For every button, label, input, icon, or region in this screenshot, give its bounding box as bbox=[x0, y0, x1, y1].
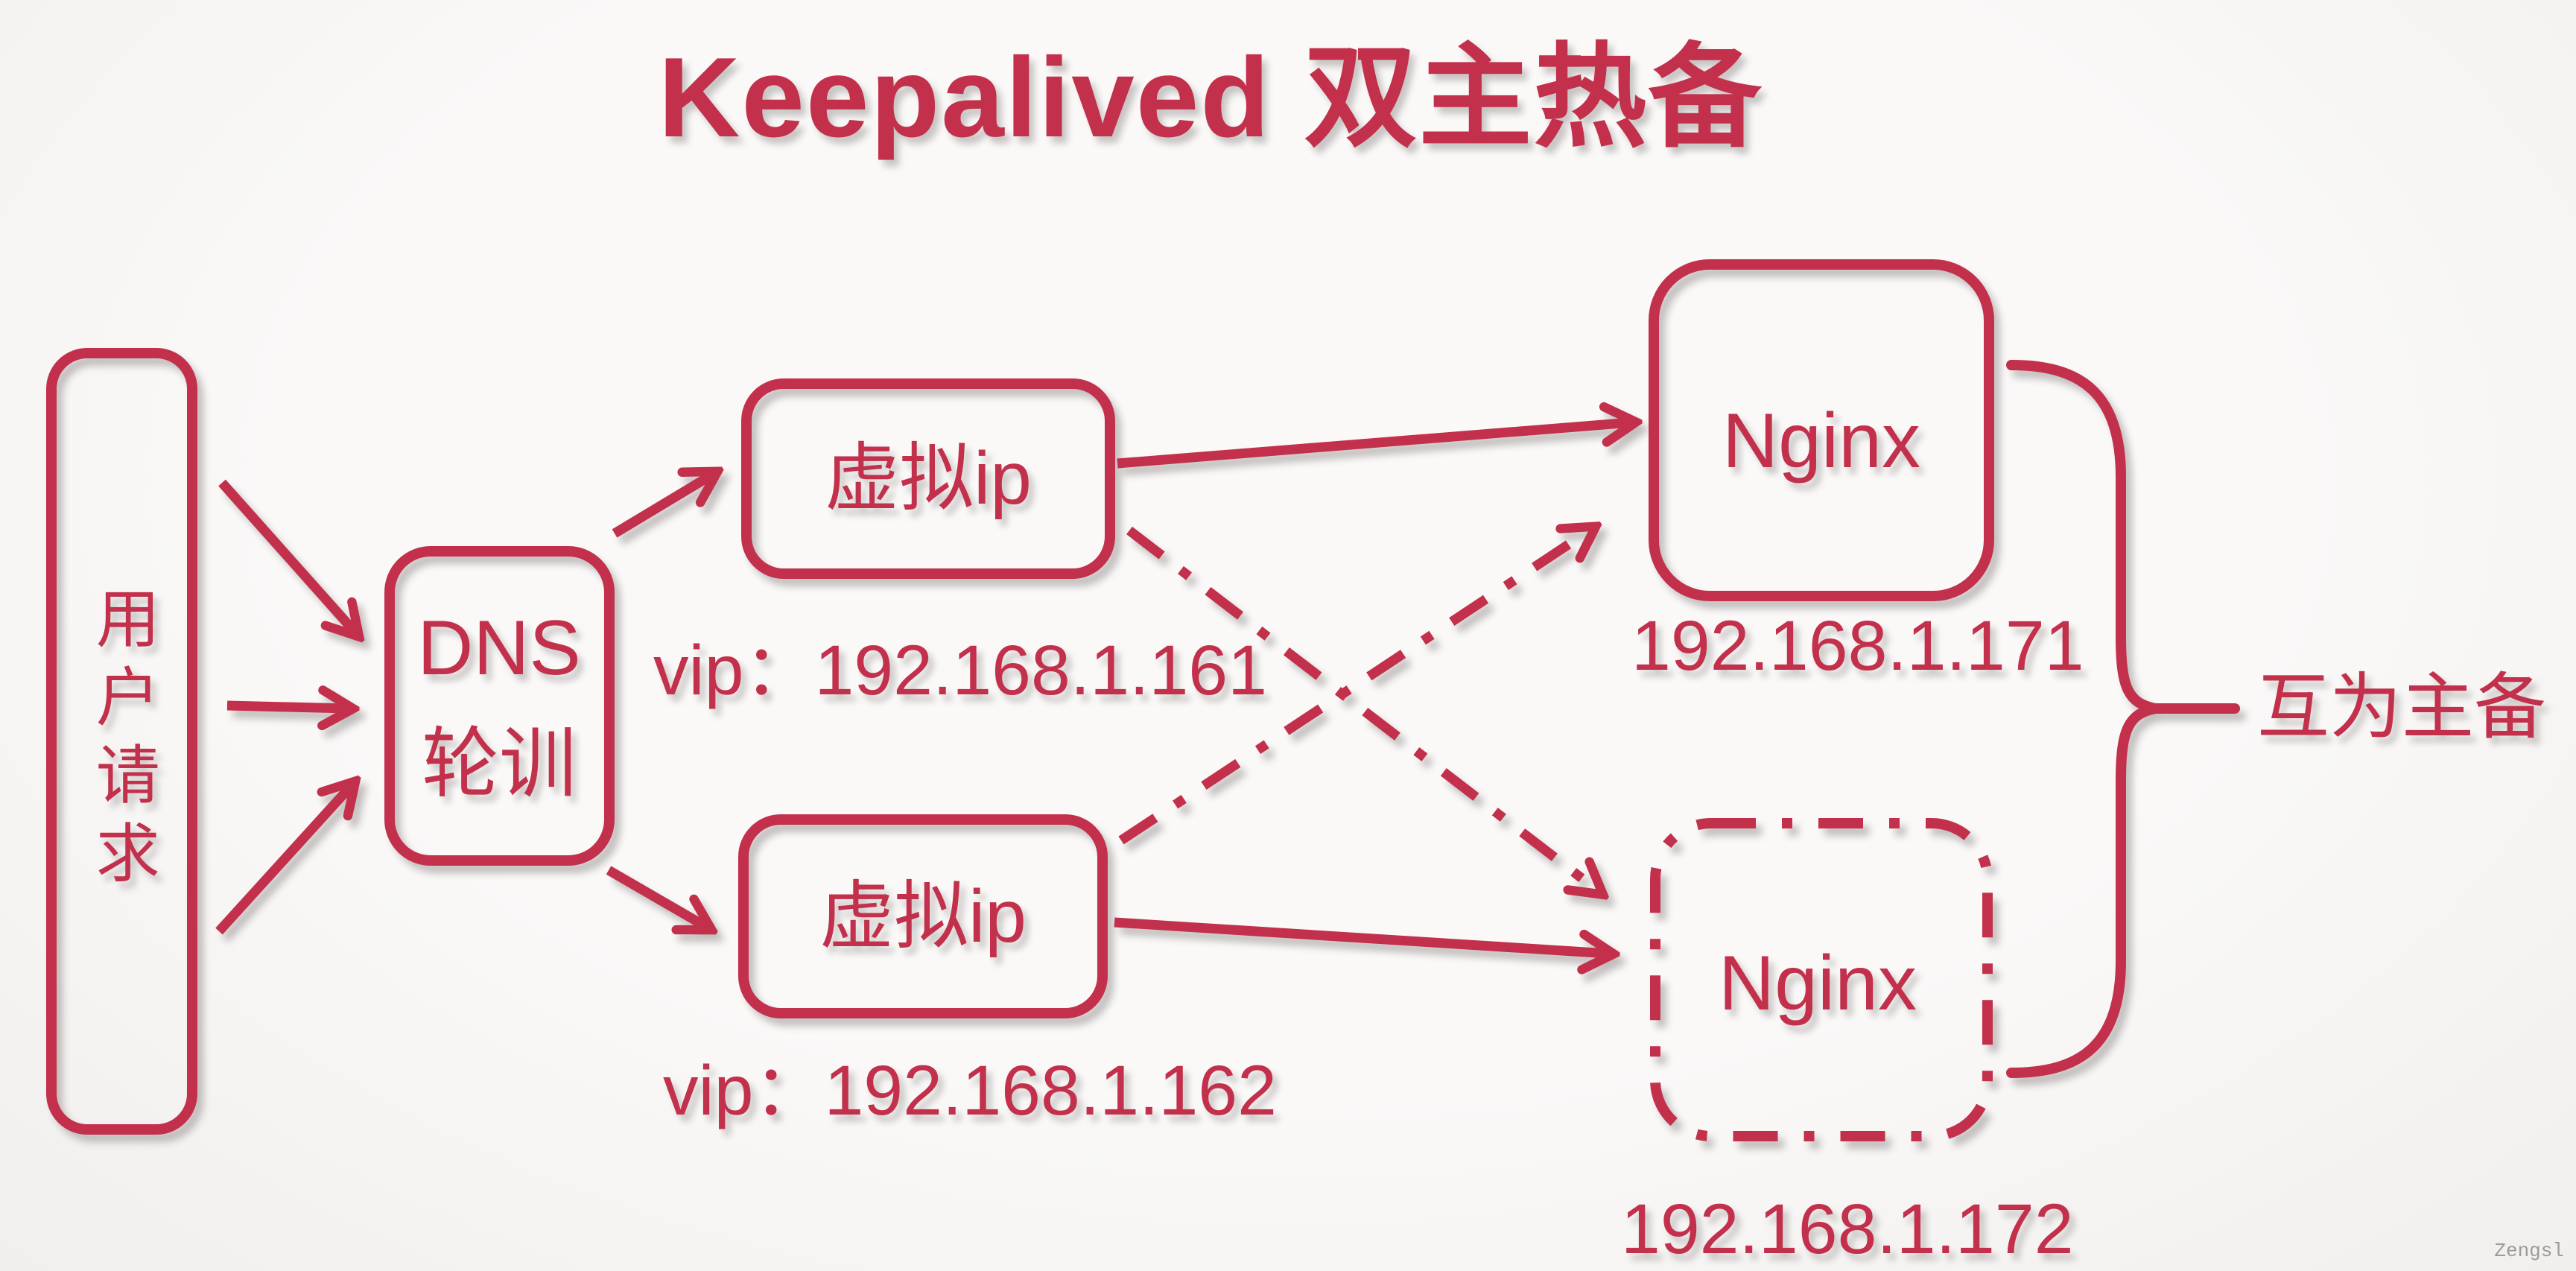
vip-bottom-label: 虚拟ip bbox=[819, 875, 1027, 958]
arrow-vip-top-to-nginx-master bbox=[1117, 422, 1631, 469]
dns-label-line1: DNS bbox=[417, 605, 581, 691]
user-request-label: 用户请求 bbox=[86, 585, 158, 898]
dns-box bbox=[384, 546, 615, 866]
vip-top-label: 虚拟ip bbox=[825, 437, 1032, 520]
nginx-backup-label: Nginx bbox=[1719, 939, 1917, 1027]
arrow-vip-bottom-to-nginx-backup bbox=[1114, 917, 1609, 954]
arrow-user-to-dns-3 bbox=[215, 785, 352, 935]
nginx-master-ip: 192.168.1.171 bbox=[1631, 606, 2084, 685]
brace-label: 互为主备 bbox=[2257, 666, 2546, 748]
dns-label: DNS 轮训 bbox=[417, 590, 581, 822]
vip-bottom-box bbox=[738, 814, 1108, 1018]
nginx-master-label: Nginx bbox=[1722, 397, 1920, 484]
arrow-user-to-dns-1 bbox=[218, 479, 356, 633]
arrow-user-to-dns-2 bbox=[226, 706, 349, 709]
nginx-master-box bbox=[1649, 259, 1994, 601]
arrow-vip-top-to-nginx-backup bbox=[1126, 526, 1599, 892]
watermark: Zengsl bbox=[2494, 1240, 2564, 1262]
nginx-backup-ip: 192.168.1.172 bbox=[1621, 1190, 2074, 1269]
arrow-vip-bottom-to-nginx-master bbox=[1118, 529, 1592, 845]
user-request-box bbox=[46, 348, 197, 1135]
vip-bottom-caption: vip：192.168.1.162 bbox=[663, 1051, 1277, 1130]
dns-label-line2: 轮训 bbox=[421, 721, 577, 808]
nginx-backup-box bbox=[1650, 818, 1993, 1141]
page-title: Keepalived 双主热备 bbox=[658, 34, 1763, 161]
arrow-dns-to-vip-bottom bbox=[606, 866, 708, 928]
vip-top-caption: vip：192.168.1.161 bbox=[653, 631, 1267, 710]
arrow-dns-to-vip-top bbox=[612, 474, 714, 538]
vip-top-box bbox=[741, 378, 1115, 579]
grouping-brace bbox=[2006, 360, 2157, 1078]
